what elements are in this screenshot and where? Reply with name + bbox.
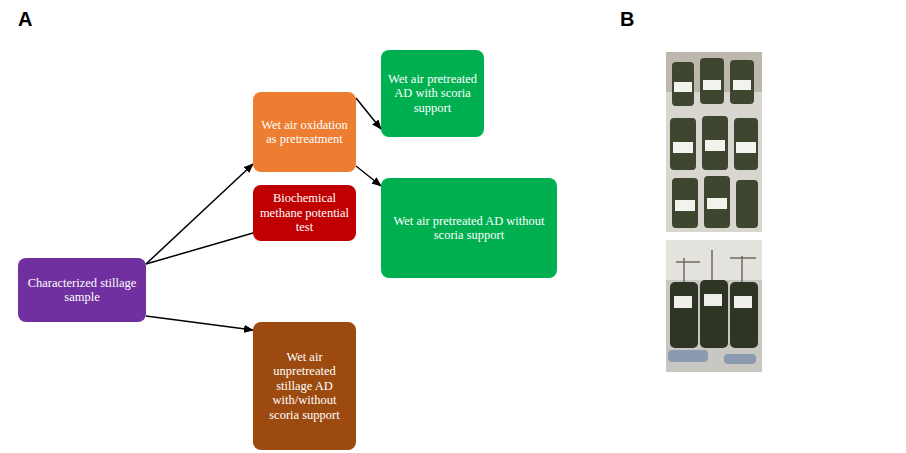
process-box: Wet air oxidation as pretreatment (253, 92, 356, 172)
box-text: Biochemical methane potential test (257, 191, 352, 234)
flow-arrow (146, 233, 253, 264)
flow-arrow (146, 164, 253, 264)
panel-label: A (18, 8, 32, 31)
process-box: Wet air unpretreated stillage AD with/wi… (253, 322, 356, 450)
box-text: Wet air unpretreated stillage AD with/wi… (257, 350, 352, 422)
box-text: Wet air oxidation as pretreatment (257, 118, 352, 147)
panel-label: B (620, 8, 634, 31)
flow-arrow (356, 98, 381, 129)
flow-arrow (356, 166, 381, 186)
process-box: Wet air pretreated AD with scoria suppor… (381, 50, 484, 137)
box-text: Characterized stillage sample (22, 276, 142, 305)
bottle-photo (666, 52, 762, 232)
reactor-photo (666, 240, 762, 372)
box-text: Wet air pretreated AD with scoria suppor… (385, 72, 480, 115)
flow-arrow (146, 316, 253, 330)
process-box: Characterized stillage sample (18, 258, 146, 322)
process-box: Wet air pretreated AD without scoria sup… (381, 178, 557, 278)
process-box: Biochemical methane potential test (253, 185, 356, 241)
box-text: Wet air pretreated AD without scoria sup… (385, 214, 553, 243)
